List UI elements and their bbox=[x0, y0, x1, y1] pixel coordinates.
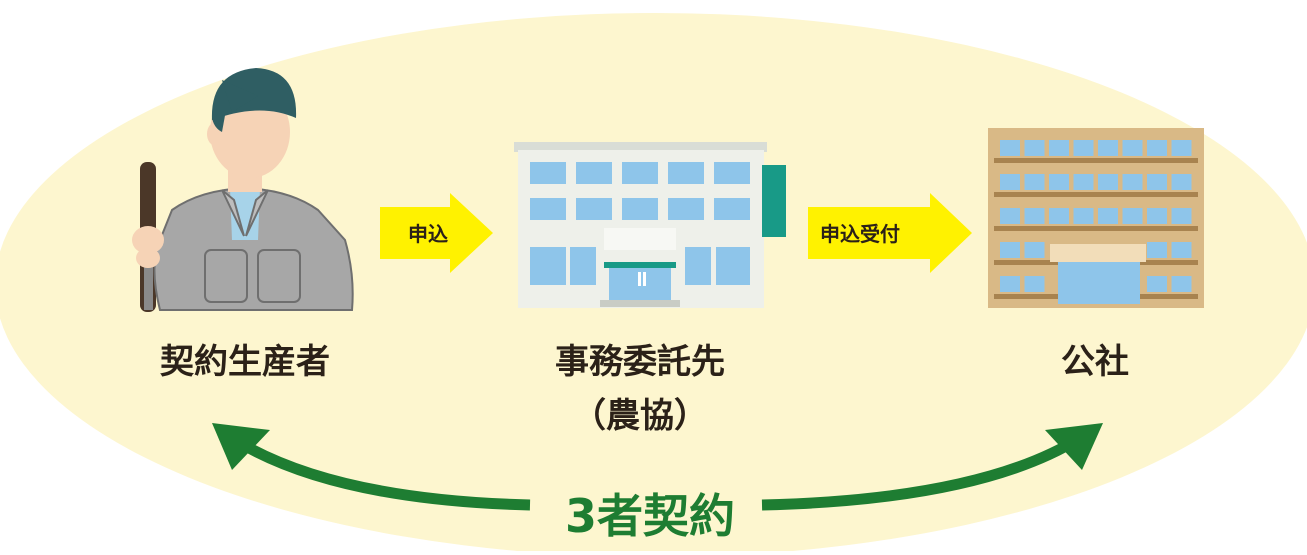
apartment-window bbox=[1024, 276, 1045, 292]
apartment-floor-ledge bbox=[994, 192, 1198, 197]
contract-arrow bbox=[212, 423, 1103, 511]
apartment-window bbox=[1049, 208, 1069, 224]
apartment-window bbox=[1024, 140, 1045, 156]
apartment-window bbox=[1098, 140, 1118, 156]
apartment-window bbox=[1000, 242, 1020, 258]
apartment-floor-ledge bbox=[994, 226, 1198, 231]
apartment-window bbox=[1171, 140, 1192, 156]
apartment-window bbox=[1073, 174, 1094, 190]
apartment-window bbox=[1147, 174, 1167, 190]
producer-label: 契約生産者 bbox=[160, 342, 330, 382]
office-building-icon bbox=[514, 142, 786, 308]
corporation-label: 公社 bbox=[1061, 342, 1129, 382]
apartment-window bbox=[1024, 208, 1045, 224]
apartment-floor-ledge bbox=[994, 158, 1198, 163]
apartment-window bbox=[1122, 140, 1143, 156]
apartment-window bbox=[1024, 174, 1045, 190]
apartment-window bbox=[1171, 242, 1192, 258]
contract-label: 3者契約 bbox=[564, 489, 735, 543]
apartment-window bbox=[1000, 276, 1020, 292]
agent-label-line2: （農協） bbox=[572, 396, 708, 436]
apartment-window bbox=[1147, 208, 1167, 224]
apartment-window bbox=[1147, 242, 1167, 258]
apartment-window bbox=[1049, 174, 1069, 190]
apartment-window bbox=[1049, 140, 1069, 156]
agent-label-line1: 事務委託先 bbox=[555, 342, 725, 382]
application-received-arrow: 申込受付 bbox=[808, 193, 972, 273]
apartment-window bbox=[1147, 276, 1167, 292]
apartment-window bbox=[1000, 174, 1020, 190]
apartment-window bbox=[1171, 174, 1192, 190]
apartment-window bbox=[1024, 242, 1045, 258]
apartment-window bbox=[1098, 208, 1118, 224]
application-received-arrow-label: 申込受付 bbox=[820, 222, 900, 246]
apartment-window bbox=[1171, 208, 1192, 224]
apartment-window bbox=[1073, 208, 1094, 224]
apartment-window bbox=[1122, 208, 1143, 224]
apartment-window bbox=[1098, 174, 1118, 190]
apartment-building-icon bbox=[988, 128, 1204, 308]
apartment-window bbox=[1000, 140, 1020, 156]
apply-arrow: 申込 bbox=[380, 193, 493, 273]
apply-arrow-label: 申込 bbox=[408, 222, 448, 246]
apartment-window bbox=[1000, 208, 1020, 224]
apartment-window bbox=[1122, 174, 1143, 190]
apartment-window bbox=[1073, 140, 1094, 156]
farmer-icon bbox=[132, 68, 354, 312]
apartment-window bbox=[1171, 276, 1192, 292]
apartment-window bbox=[1147, 140, 1167, 156]
